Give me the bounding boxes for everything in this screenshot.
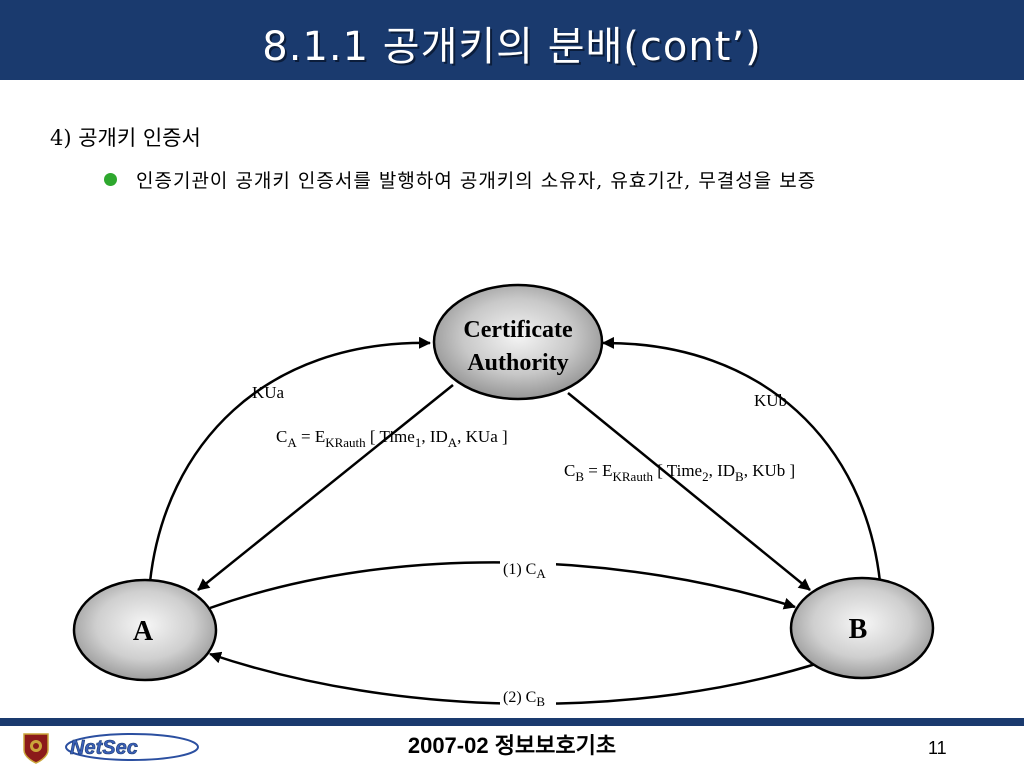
node-a-label: A — [133, 616, 154, 647]
label-kua: KUa — [252, 383, 285, 402]
bullet-dot-icon — [104, 173, 117, 186]
university-seal-icon — [23, 733, 49, 764]
footer-course-date: 2007-02 정보보호기초 — [407, 733, 617, 758]
slide-title: 8.1.1 공개키의 분배(cont’) — [262, 24, 762, 70]
ca-label-line2: Authority — [467, 350, 568, 376]
arrow-ca-to-b — [567, 392, 811, 591]
footer-divider — [0, 718, 1024, 726]
bullet-text: 인증기관이 공개키 인증서를 발행하여 공개키의 소유자, 유효기간, 무결성을… — [136, 170, 817, 192]
arrow-ca-to-a — [197, 384, 454, 591]
ca-label-line1: Certificate — [463, 317, 573, 343]
node-b — [789, 576, 935, 680]
step1-label: (1) CA — [503, 561, 546, 581]
title-bar — [0, 0, 1024, 80]
svg-text:NetSec: NetSec — [70, 737, 138, 759]
arrow-b-to-ca — [602, 336, 882, 583]
page-number: 11 — [928, 738, 947, 758]
ca-node — [432, 283, 604, 401]
node-a — [72, 578, 218, 682]
step2-label: (2) CB — [503, 689, 545, 709]
ca-certificate-formula: CA = EKRauth [ Time1, IDA, KUa ] — [276, 427, 508, 450]
cb-certificate-formula: CB = EKRauth [ Time2, IDB, KUb ] — [564, 461, 795, 484]
label-kub: KUb — [754, 391, 787, 410]
node-b-label: B — [849, 614, 868, 645]
netsec-logo-icon: NetSec — [65, 733, 199, 761]
section-heading: 4) 공개키 인증서 — [50, 126, 201, 150]
arrow-a-to-ca — [148, 336, 431, 583]
